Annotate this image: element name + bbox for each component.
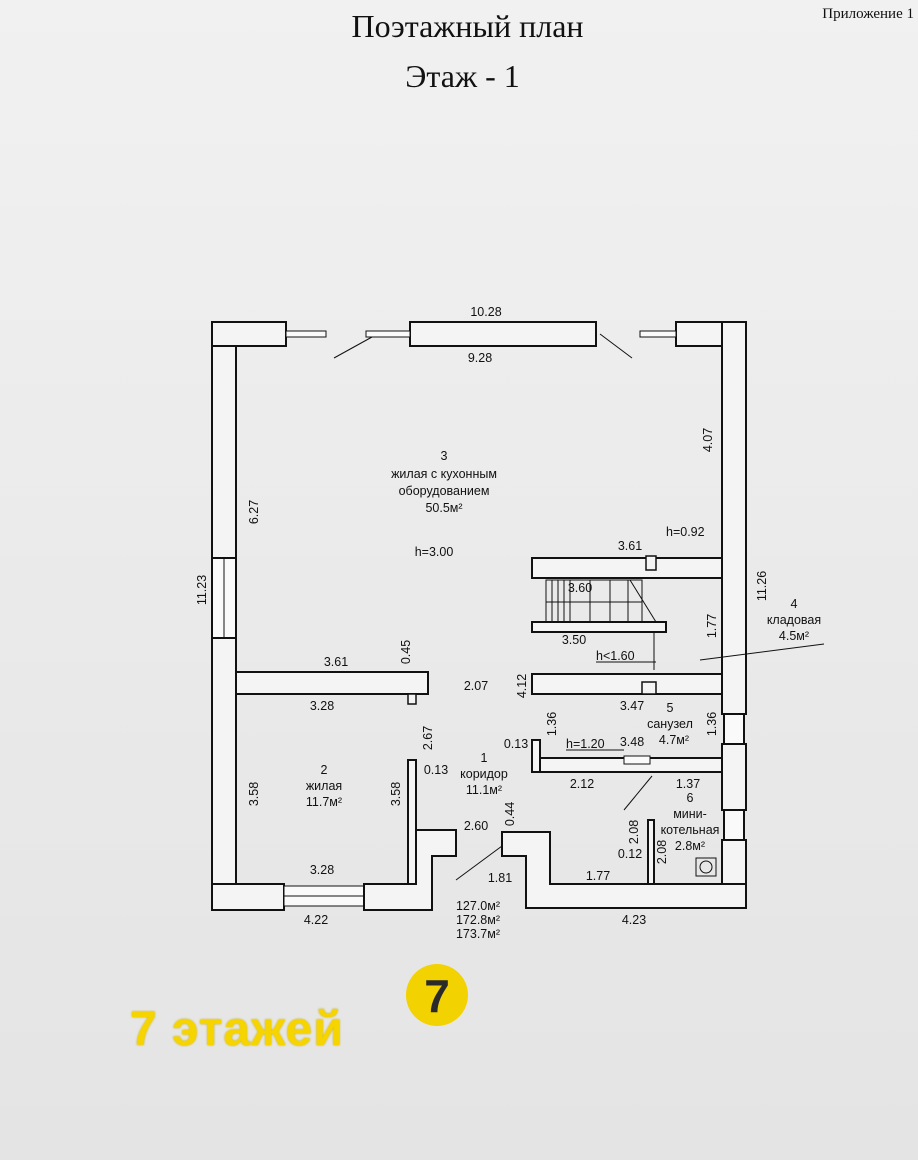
svg-text:3.47: 3.47 bbox=[620, 699, 644, 713]
wall-stair-top bbox=[531, 557, 723, 579]
svg-text:1.36: 1.36 bbox=[545, 712, 559, 736]
svg-text:4: 4 bbox=[791, 597, 798, 611]
svg-text:3.28: 3.28 bbox=[310, 699, 334, 713]
total-area-3: 173.7м² bbox=[456, 927, 500, 941]
svg-text:2.67: 2.67 bbox=[421, 726, 435, 750]
svg-text:3.60: 3.60 bbox=[568, 581, 592, 595]
svg-text:2.60: 2.60 bbox=[464, 819, 488, 833]
svg-text:50.5м²: 50.5м² bbox=[425, 501, 462, 515]
svg-text:0.13: 0.13 bbox=[424, 763, 448, 777]
dim-top-outer: 10.28 bbox=[470, 305, 501, 319]
svg-text:3.48: 3.48 bbox=[620, 735, 644, 749]
svg-text:3.28: 3.28 bbox=[310, 863, 334, 877]
page-title: Поэтажный план bbox=[351, 8, 584, 44]
staircase bbox=[545, 579, 657, 670]
wall-left-lower bbox=[211, 637, 237, 911]
svg-text:2.12: 2.12 bbox=[570, 777, 594, 791]
wall-bottom-right bbox=[501, 831, 747, 909]
svg-text:5: 5 bbox=[667, 701, 674, 715]
walls bbox=[211, 321, 825, 911]
svg-text:1.81: 1.81 bbox=[488, 871, 512, 885]
dim-left-room3: 6.27 bbox=[247, 500, 261, 524]
total-area-1: 127.0м² bbox=[456, 899, 500, 913]
room-6-label: 6 мини- котельная 2.8м² bbox=[661, 791, 720, 853]
room-2-label: 2 жилая 11.7м² bbox=[306, 763, 342, 809]
svg-text:2.08: 2.08 bbox=[627, 820, 641, 844]
dim-right-room3: 4.07 bbox=[701, 428, 715, 452]
svg-text:жилая с кухонным: жилая с кухонным bbox=[391, 467, 497, 481]
room-4-label: 4 кладовая 4.5м² bbox=[767, 597, 821, 643]
svg-text:2: 2 bbox=[321, 763, 328, 777]
boiler-icon bbox=[695, 857, 717, 877]
dim-right-outer: 11.26 bbox=[755, 571, 769, 601]
watermark-logo-icon: 7 bbox=[406, 964, 468, 1026]
wall-top-middle bbox=[409, 321, 597, 347]
dim-left-outer: 11.23 bbox=[195, 575, 209, 605]
svg-text:6: 6 bbox=[687, 791, 694, 805]
svg-text:1.77: 1.77 bbox=[705, 614, 719, 638]
svg-text:4.12: 4.12 bbox=[515, 674, 529, 698]
wall-room3-room2 bbox=[235, 671, 429, 695]
svg-text:0.13: 0.13 bbox=[504, 737, 528, 751]
wall-bottom-left bbox=[211, 883, 285, 911]
svg-text:11.1м²: 11.1м² bbox=[466, 783, 502, 797]
svg-text:3.61: 3.61 bbox=[324, 655, 348, 669]
wall-bath-top bbox=[531, 673, 723, 695]
svg-text:коридор: коридор bbox=[460, 767, 508, 781]
svg-text:4.5м²: 4.5м² bbox=[779, 629, 809, 643]
svg-text:4.22: 4.22 bbox=[304, 913, 328, 927]
svg-text:3.58: 3.58 bbox=[389, 782, 403, 806]
logo-digit: 7 bbox=[424, 970, 450, 1022]
svg-text:оборудованием: оборудованием bbox=[399, 484, 490, 498]
wall-top-left bbox=[211, 321, 287, 347]
total-area-2: 172.8м² bbox=[456, 913, 500, 927]
dim-h092: h=0.92 bbox=[666, 525, 705, 539]
svg-text:1: 1 bbox=[481, 751, 488, 765]
wall-left-upper bbox=[211, 321, 237, 559]
room-1-label: 1 коридор 11.1м² bbox=[460, 751, 508, 797]
svg-text:1.36: 1.36 bbox=[705, 712, 719, 736]
watermark-text: 7 этажей bbox=[130, 1003, 344, 1056]
svg-text:котельная: котельная bbox=[661, 823, 720, 837]
svg-text:2.8м²: 2.8м² bbox=[675, 839, 705, 853]
svg-text:жилая: жилая bbox=[306, 779, 342, 793]
svg-text:0.12: 0.12 bbox=[618, 847, 642, 861]
svg-text:2.08: 2.08 bbox=[655, 840, 669, 864]
svg-text:h=1.20: h=1.20 bbox=[566, 737, 605, 751]
svg-text:4.23: 4.23 bbox=[622, 913, 646, 927]
svg-text:санузел: санузел bbox=[647, 717, 693, 731]
svg-text:3.50: 3.50 bbox=[562, 633, 586, 647]
svg-text:3: 3 bbox=[441, 449, 448, 463]
svg-text:мини-: мини- bbox=[673, 807, 707, 821]
svg-text:11.7м²: 11.7м² bbox=[306, 795, 342, 809]
svg-text:1.77: 1.77 bbox=[586, 869, 610, 883]
svg-text:3.58: 3.58 bbox=[247, 782, 261, 806]
appendix-label: Приложение 1 bbox=[822, 6, 914, 22]
svg-text:4.7м²: 4.7м² bbox=[659, 733, 689, 747]
total-areas: 127.0м² 172.8м² 173.7м² bbox=[456, 899, 500, 941]
svg-text:2.07: 2.07 bbox=[464, 679, 488, 693]
dimension-labels: 10.28 9.28 11.23 6.27 4.07 11.26 h=0.92 … bbox=[195, 305, 769, 927]
floor-label: Этаж - 1 bbox=[405, 58, 520, 94]
svg-text:кладовая: кладовая bbox=[767, 613, 821, 627]
svg-text:h<1.60: h<1.60 bbox=[596, 649, 635, 663]
svg-text:1.37: 1.37 bbox=[676, 777, 700, 791]
svg-text:0.44: 0.44 bbox=[503, 802, 517, 826]
svg-text:h=3.00: h=3.00 bbox=[415, 545, 454, 559]
svg-text:3.61: 3.61 bbox=[618, 539, 642, 553]
room-3-label: 3 жилая с кухонным оборудованием 50.5м² … bbox=[391, 449, 497, 559]
svg-text:0.45: 0.45 bbox=[399, 640, 413, 664]
room-5-label: 5 санузел 4.7м² bbox=[647, 701, 693, 747]
dim-top-inner: 9.28 bbox=[468, 351, 492, 365]
